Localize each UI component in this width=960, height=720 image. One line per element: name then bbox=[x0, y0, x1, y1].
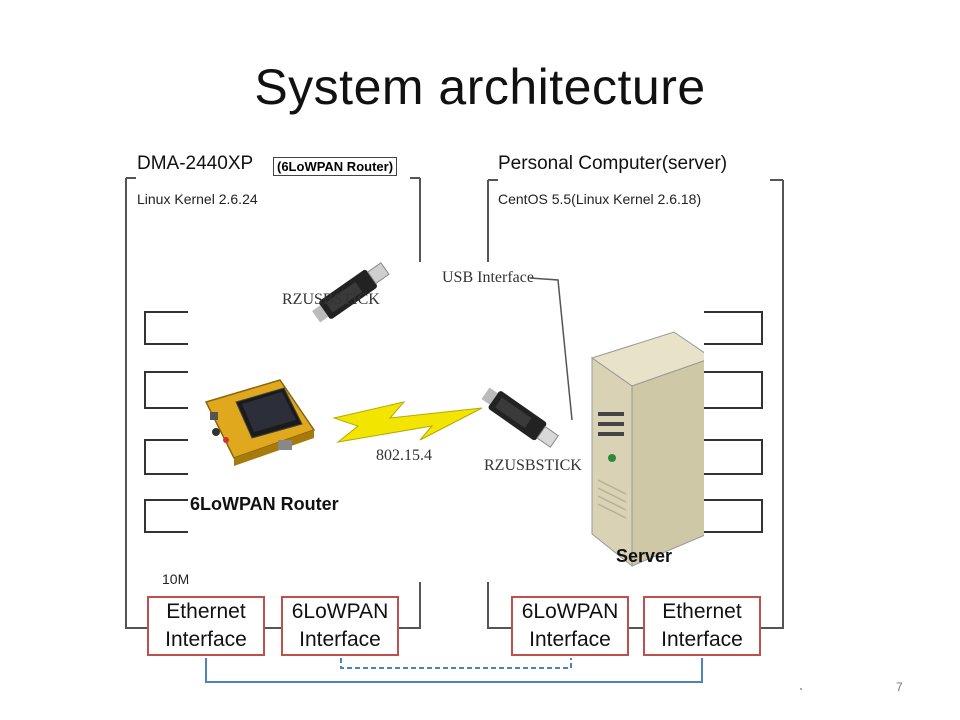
server-tower-icon bbox=[590, 331, 704, 568]
page-number: 7 bbox=[896, 680, 903, 694]
left-6lowpan-interface: 6LoWPAN Interface bbox=[281, 596, 399, 656]
ethernet-link bbox=[205, 658, 703, 683]
router-device-name: DMA-2440XP bbox=[137, 153, 254, 174]
usb-stick-top-icon bbox=[312, 262, 390, 323]
server-photo-label: Server bbox=[616, 546, 672, 566]
left-layer-brackets bbox=[144, 311, 200, 533]
usb-interface-label: USB Interface bbox=[442, 269, 534, 286]
left-ethernet-interface: Ethernet Interface bbox=[147, 596, 265, 656]
server-device-name: Personal Computer(server) bbox=[498, 153, 728, 174]
right-layer-brackets bbox=[700, 311, 763, 533]
rzusbstick-top-label: RZUSBSTICK bbox=[282, 291, 380, 308]
router-photo-label: 6LoWPAN Router bbox=[190, 494, 339, 514]
rzusbstick-bottom-label: RZUSBSTICK bbox=[484, 457, 582, 474]
router-board-icon bbox=[204, 379, 316, 466]
usb-interface-pointer bbox=[529, 277, 573, 421]
router-kernel-label: Linux Kernel 2.6.24 bbox=[137, 191, 258, 207]
wireless-lightning-icon bbox=[332, 401, 483, 443]
usb-stick-bottom-icon bbox=[481, 387, 560, 448]
decorative-dot bbox=[800, 688, 802, 690]
wireless-link bbox=[340, 658, 572, 669]
right-ethernet-interface: Ethernet Interface bbox=[643, 596, 761, 656]
right-6lowpan-interface: 6LoWPAN Interface bbox=[511, 596, 629, 656]
router-role-tag: (6LoWPAN Router) bbox=[273, 157, 398, 176]
slide-title: System architecture bbox=[254, 59, 706, 115]
partial-speed-label: 10M bbox=[162, 571, 190, 587]
hardware-photo-panel: USB Interface RZUSBSTICK 802.15.4 RZUSBS… bbox=[188, 262, 704, 582]
server-kernel-label: CentOS 5.5(Linux Kernel 2.6.18) bbox=[498, 191, 702, 207]
protocol-label: 802.15.4 bbox=[376, 447, 432, 464]
